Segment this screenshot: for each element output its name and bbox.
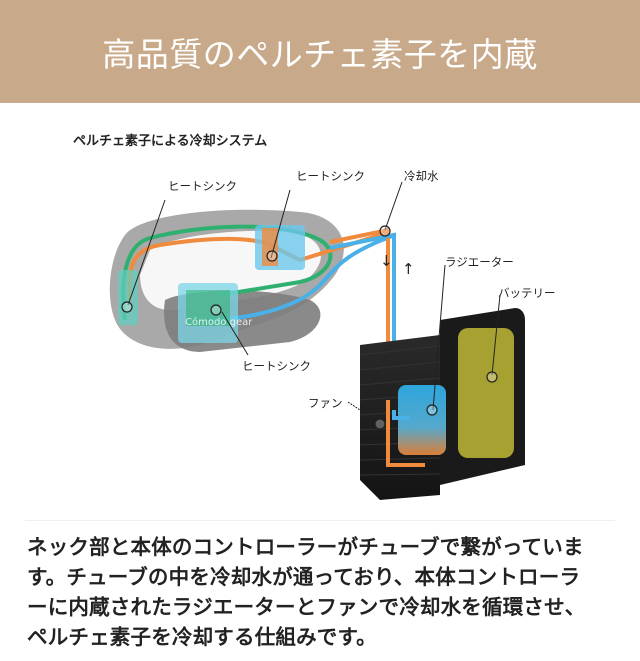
label-heatsink-left: ヒートシンク [168, 179, 237, 193]
flow-down-arrow-icon: ↓ [380, 252, 393, 270]
cooling-diagram-illustration: Cómodo gear [109, 181, 525, 500]
cooling-system-diagram: Cómodo gear [0, 150, 640, 520]
diagram-subtitle: ペルチェ素子による冷却システム [73, 134, 268, 149]
controller-unit [359, 308, 525, 500]
brand-logo: Cómodo gear [185, 316, 253, 328]
description-line: す。チューブの中を冷却水が通っており、本体コントローラ [27, 565, 581, 589]
label-radiator: ラジエーター [445, 255, 514, 269]
neckband-device: Cómodo gear [109, 209, 396, 352]
label-coolant: 冷却水 [404, 169, 439, 183]
divider [25, 520, 615, 521]
battery-block [458, 328, 514, 458]
label-heatsink-top: ヒートシンク [296, 169, 365, 183]
page-title: 高品質のペルチェ素子を内蔵 [102, 34, 538, 74]
description-line: ペルチェ素子を冷却する仕組みです。 [27, 625, 377, 649]
label-battery: バッテリー [498, 286, 556, 300]
label-heatsink-bottom: ヒートシンク [242, 359, 311, 373]
description-line: ーに内蔵されたラジエーターとファンで冷却水を循環させ、 [27, 595, 586, 619]
label-fan: ファン [308, 396, 343, 410]
description-text: ネック部と本体のコントローラーがチューブで繋がっていま す。チューブの中を冷却水… [27, 532, 627, 652]
description-line: ネック部と本体のコントローラーがチューブで繋がっていま [27, 535, 584, 559]
flow-up-arrow-icon: ↑ [402, 260, 415, 278]
header-banner: 高品質のペルチェ素子を内蔵 [0, 0, 640, 103]
